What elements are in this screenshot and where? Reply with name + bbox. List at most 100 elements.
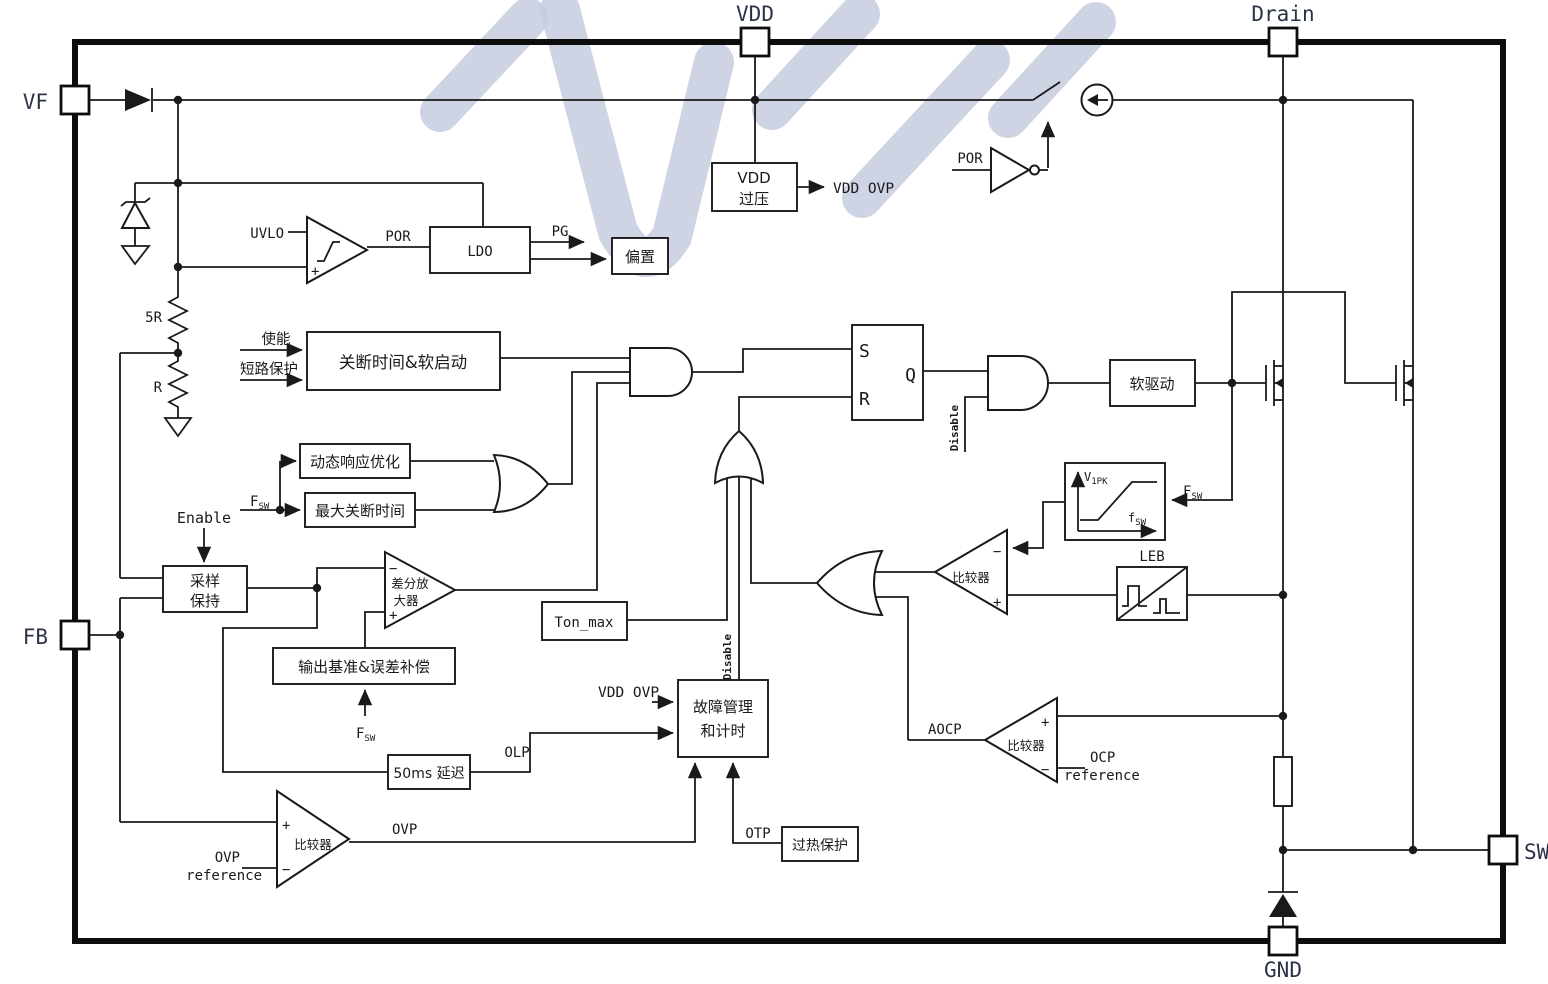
v1pk-axis-label: V1PK bbox=[1084, 470, 1108, 487]
ocp-ref-label-2: reference bbox=[1064, 768, 1140, 784]
pin-sw: SW bbox=[1487, 834, 1548, 866]
peak-current-comparator: 比较器 − + bbox=[933, 528, 1008, 616]
vdd-ov-label-2: 过压 bbox=[739, 190, 769, 208]
comparator-label: 比较器 bbox=[294, 837, 332, 852]
enable-cn-label: 使能 bbox=[262, 331, 291, 348]
ldo-label: LDO bbox=[467, 244, 492, 260]
dynamic-response-label: 动态响应优化 bbox=[310, 453, 400, 471]
ovp-ref-label-2: reference bbox=[186, 868, 262, 884]
diff-amp-label-2: 大器 bbox=[393, 593, 419, 608]
power-mosfet-1 bbox=[1265, 360, 1284, 406]
sample-hold-block: 采样 保持 bbox=[162, 565, 248, 613]
por-label: POR bbox=[385, 229, 411, 245]
pin-fb-label: FB bbox=[23, 625, 48, 649]
current-source-icon bbox=[1080, 83, 1114, 117]
latch-q-label: Q bbox=[905, 365, 916, 386]
ovp-comparator: 比较器 + − bbox=[276, 789, 351, 889]
ton-max-label: Ton_max bbox=[554, 615, 613, 631]
vdd-ov-block: VDD 过压 bbox=[711, 162, 798, 212]
uvlo-label: UVLO bbox=[250, 226, 284, 242]
pg-label: PG bbox=[552, 224, 569, 240]
comparator-label: 比较器 bbox=[1007, 738, 1045, 753]
ldo-block: LDO bbox=[429, 226, 531, 274]
resistor-5r-label: 5R bbox=[145, 310, 162, 326]
plus-sign: + bbox=[1041, 715, 1049, 731]
pin-vdd: VDD bbox=[736, 2, 774, 58]
ground-icon bbox=[163, 417, 193, 438]
plus-sign: + bbox=[389, 608, 397, 624]
off-time-label: 关断时间&软启动 bbox=[339, 353, 467, 372]
bias-label: 偏置 bbox=[625, 248, 655, 266]
sample-hold-label-2: 保持 bbox=[190, 592, 220, 610]
vdd-ovp-label: VDD OVP bbox=[833, 181, 894, 197]
startup-switch-icon bbox=[1032, 81, 1061, 101]
aocp-label: AOCP bbox=[928, 722, 962, 738]
sample-hold-label-1: 采样 bbox=[190, 572, 220, 590]
por-inverter bbox=[990, 146, 1040, 194]
leb-block: LEB bbox=[1116, 549, 1188, 621]
vf-diode-icon bbox=[125, 88, 153, 112]
output-ref-block: 输出基准&误差补偿 bbox=[272, 647, 456, 685]
minus-sign: − bbox=[282, 862, 290, 878]
plus-sign: + bbox=[993, 595, 1001, 611]
olp-label: OLP bbox=[504, 745, 529, 761]
short-protect-label: 短路保护 bbox=[240, 361, 298, 378]
delay-50ms-block: 50ms 延迟 bbox=[387, 754, 471, 790]
pin-gnd: GND bbox=[1264, 925, 1302, 982]
max-off-time-block: 最大关断时间 bbox=[304, 492, 416, 528]
leb-label: LEB bbox=[1139, 549, 1164, 565]
fault-label-1: 故障管理 bbox=[693, 698, 753, 716]
fault-label-2: 和计时 bbox=[700, 722, 745, 740]
pin-gnd-label: GND bbox=[1264, 958, 1302, 982]
chip-outline bbox=[72, 39, 1506, 944]
diff-amplifier: 差分放 大器 − + bbox=[384, 550, 458, 630]
v1pk-curve-block: V1PK fSW bbox=[1064, 462, 1166, 541]
resistor-r-label: R bbox=[154, 380, 163, 396]
plus-sign: + bbox=[282, 818, 290, 834]
latch-s-label: S bbox=[859, 341, 870, 362]
resistor-5r-icon bbox=[166, 291, 190, 353]
uvlo-comparator: + bbox=[306, 215, 370, 285]
aocp-comparator: 比较器 + − bbox=[983, 696, 1058, 784]
vdd-ovp-label-2: VDD OVP bbox=[598, 685, 659, 701]
soft-drive-block: 软驱动 bbox=[1109, 359, 1196, 407]
fault-management-block: 故障管理 和计时 bbox=[677, 679, 769, 758]
or-gate-blanking bbox=[492, 453, 550, 514]
gnd-diode-icon bbox=[1268, 891, 1298, 917]
or-gate-pwm bbox=[815, 549, 884, 617]
thermal-protect-label: 过热保护 bbox=[792, 838, 848, 854]
pin-vf-label: VF bbox=[23, 90, 48, 114]
pin-drain-label: Drain bbox=[1251, 2, 1314, 26]
delay-50ms-label: 50ms 延迟 bbox=[393, 766, 464, 782]
ovp-ref-label-1: OVP bbox=[215, 850, 240, 866]
resistor-divider bbox=[163, 291, 193, 438]
ground-icon bbox=[120, 245, 151, 266]
latch-r-label: R bbox=[859, 389, 870, 410]
minus-sign: − bbox=[389, 561, 397, 577]
diff-amp-label-1: 差分放 bbox=[391, 576, 429, 591]
disable-label-2: Disable bbox=[721, 633, 734, 680]
watermark-logo bbox=[420, 0, 1116, 277]
pin-vf: VF bbox=[23, 84, 91, 116]
max-off-time-label: 最大关断时间 bbox=[315, 502, 405, 520]
comparator-label: 比较器 bbox=[952, 570, 990, 585]
minus-sign: − bbox=[1041, 762, 1049, 778]
fsw-axis-label: fSW bbox=[1128, 511, 1147, 528]
pin-drain: Drain bbox=[1251, 2, 1315, 58]
output-ref-label: 输出基准&误差补偿 bbox=[298, 658, 430, 676]
enable-label: Enable bbox=[177, 509, 231, 527]
pin-vdd-label: VDD bbox=[736, 2, 774, 26]
ocp-ref-label-1: OCP bbox=[1090, 750, 1115, 766]
otp-label: OTP bbox=[745, 826, 770, 842]
power-mosfet-2 bbox=[1395, 360, 1414, 406]
zener-diode-icon bbox=[120, 183, 151, 266]
sr-latch: S R Q bbox=[851, 324, 924, 421]
resistor-r-icon bbox=[166, 353, 190, 418]
pin-sw-label: SW bbox=[1524, 840, 1548, 864]
ovp-label: OVP bbox=[392, 822, 417, 838]
bias-block: 偏置 bbox=[611, 237, 669, 275]
junction-dots bbox=[115, 95, 1418, 855]
pin-fb: FB bbox=[23, 619, 91, 651]
off-time-softstart-block: 关断时间&软启动 bbox=[306, 331, 501, 391]
